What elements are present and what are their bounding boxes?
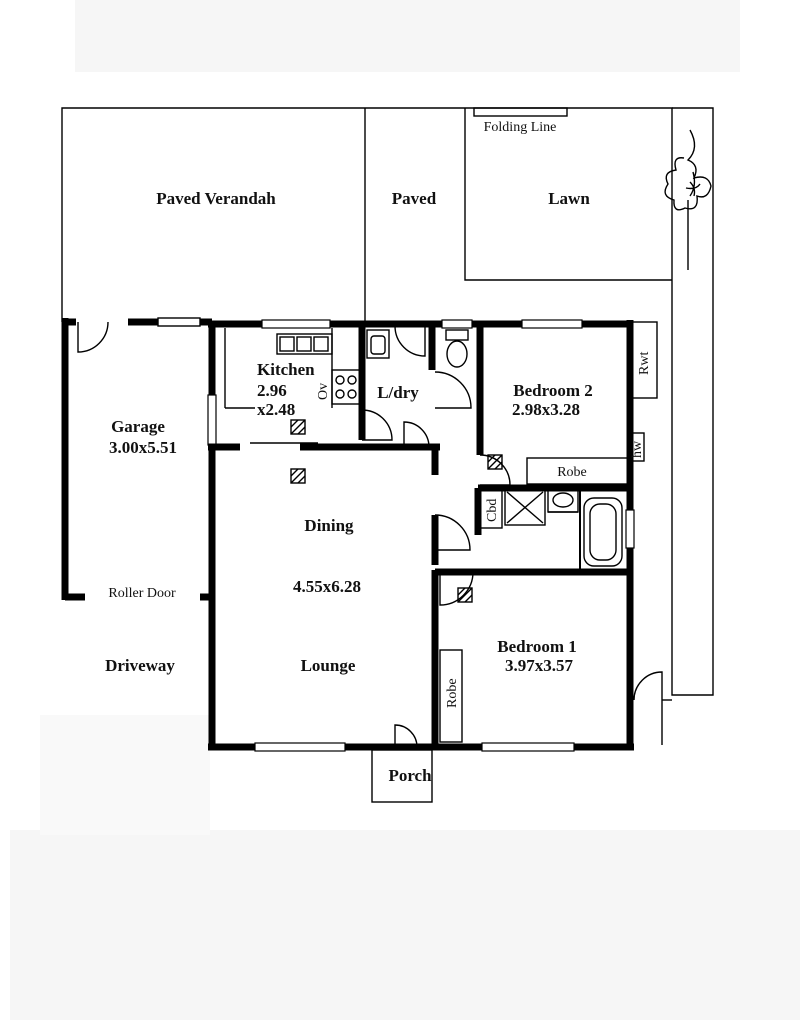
porch-label: Porch — [388, 766, 432, 785]
folding-line-label: Folding Line — [484, 120, 557, 135]
hw-label: hw — [630, 440, 645, 458]
robes — [439, 457, 631, 743]
bedroom1-size: 3.97x3.57 — [505, 656, 574, 675]
laundry-fittings — [366, 325, 426, 359]
garage-size: 3.00x5.51 — [109, 438, 177, 457]
tree-icon — [664, 129, 712, 270]
dining-label: Dining — [304, 516, 354, 535]
bedroom2-size: 2.98x3.28 — [512, 400, 580, 419]
bathroom-fittings — [479, 487, 623, 572]
paved-label: Paved — [392, 189, 437, 208]
kitchen-label: Kitchen — [257, 360, 315, 379]
bedroom2-label: Bedroom 2 — [513, 381, 593, 400]
driveway-label: Driveway — [105, 656, 175, 675]
laundry-label: L/dry — [377, 383, 419, 402]
lawn-label: Lawn — [548, 189, 590, 208]
bedroom2-robe-label: Robe — [557, 465, 587, 480]
toilet-icon — [445, 329, 469, 368]
top-band — [75, 0, 740, 72]
rwt-label: Rwt — [637, 352, 652, 375]
garage-label: Garage — [111, 417, 165, 436]
left-band — [40, 715, 210, 835]
kitchen-fittings — [224, 328, 361, 444]
dining-size: 4.55x6.28 — [293, 577, 361, 596]
cupboard-label: Cbd — [485, 499, 500, 522]
lounge-label: Lounge — [301, 656, 356, 675]
interior-walls — [208, 324, 630, 750]
garage — [61, 317, 212, 601]
kitchen-size-b: x2.48 — [257, 400, 295, 419]
porch-outline — [371, 749, 433, 803]
doors — [361, 371, 672, 748]
windows — [207, 319, 635, 752]
roller-door-label: Roller Door — [108, 586, 176, 601]
oven-label: Ov — [316, 383, 331, 400]
ceiling-vents — [290, 419, 503, 603]
bedroom1-label: Bedroom 1 — [497, 637, 577, 656]
bottom-band — [10, 830, 800, 1020]
paved-verandah-label: Paved Verandah — [156, 189, 276, 208]
bedroom1-robe-label: Robe — [445, 678, 460, 708]
kitchen-size-a: 2.96 — [257, 381, 287, 400]
